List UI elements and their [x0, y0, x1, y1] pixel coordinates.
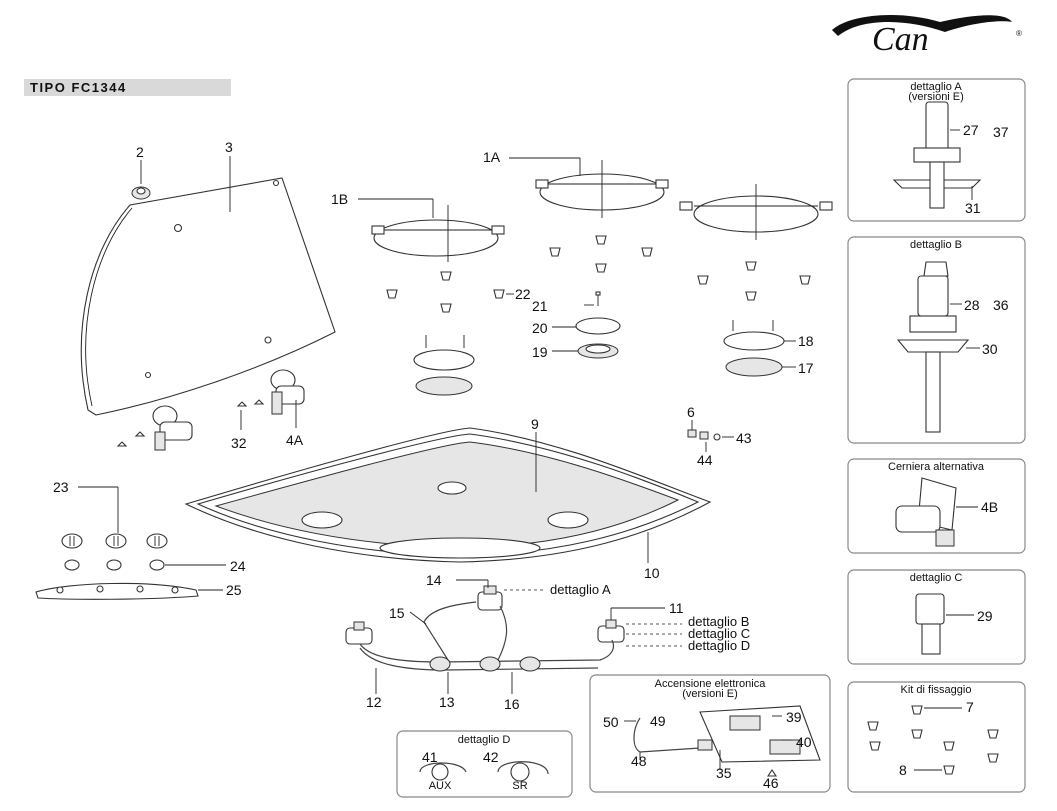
- part-14-tap: [477, 585, 503, 611]
- title-band: [24, 79, 231, 96]
- callout-1a: 1A: [483, 149, 501, 165]
- callout-42: 42: [483, 749, 499, 765]
- fixing-kit-title: Kit di fissaggio: [901, 684, 972, 696]
- callout-16: 16: [504, 696, 520, 712]
- callout-28: 28: [964, 297, 980, 313]
- callout-11: 11: [669, 600, 684, 616]
- callout-46: 46: [763, 775, 779, 791]
- callout-30: 30: [982, 341, 998, 357]
- alt-hinge-title: Cerniera alternativa: [888, 461, 985, 473]
- ignition-title: Accensione elettronica: [655, 678, 767, 690]
- detail-d-sr-label: SR: [512, 780, 527, 792]
- brand-logo: Can ®: [832, 15, 1022, 58]
- callout-13: 13: [439, 694, 455, 710]
- panel-electronic-ignition: Accensione elettronica (versioni E): [589, 674, 831, 793]
- callout-2: 2: [136, 144, 144, 160]
- panel-detail-d: dettaglio D AUX SR: [396, 730, 573, 798]
- detail-c-title: dettaglio C: [910, 572, 963, 584]
- callout-29: 29: [977, 608, 993, 624]
- detail-a-subtitle: (versioni E): [908, 91, 964, 103]
- callout-48: 48: [631, 753, 647, 769]
- callout-7: 7: [966, 699, 974, 715]
- part-9-tray: [184, 427, 712, 563]
- part-grid-right: [679, 184, 833, 240]
- part-20-cap: [575, 317, 621, 335]
- trademark-mark: ®: [1016, 29, 1022, 38]
- detail-ref-c: dettaglio C: [688, 626, 750, 641]
- callout-50: 50: [603, 714, 619, 730]
- model-title: TIPO FC1344: [30, 80, 127, 95]
- detail-ref-b: dettaglio B: [688, 614, 749, 629]
- callout-3: 3: [225, 139, 233, 155]
- detail-ref-d: dettaglio D: [688, 638, 750, 653]
- callout-36: 36: [993, 297, 1009, 313]
- brand-name: Can: [872, 21, 929, 58]
- callout-19: 19: [532, 344, 548, 360]
- detail-ref-a: dettaglio A: [550, 582, 611, 597]
- part-4a-hinge: [152, 369, 305, 451]
- part-burner-left: [413, 335, 475, 396]
- part-22-feet: [386, 235, 811, 313]
- panel-alt-hinge: Cerniera alternativa: [847, 458, 1026, 554]
- callout-27: 27: [963, 122, 979, 138]
- part-18-cap: [723, 320, 785, 351]
- callout-40: 40: [796, 734, 812, 750]
- callout-9: 9: [531, 416, 539, 432]
- panel-fixing-kit: Kit di fissaggio: [847, 681, 1026, 793]
- panel-detail-b: dettaglio B: [847, 236, 1026, 444]
- callout-15: 15: [389, 605, 405, 621]
- detail-b-title: dettaglio B: [910, 239, 962, 251]
- callout-4b: 4B: [981, 499, 998, 515]
- detail-d-title: dettaglio D: [458, 734, 511, 746]
- part-32-screws: [116, 399, 265, 447]
- callout-14: 14: [426, 572, 442, 588]
- part-2-plug: [131, 186, 151, 200]
- callout-31: 31: [965, 200, 981, 216]
- callout-43: 43: [736, 430, 752, 446]
- detail-d-aux-label: AUX: [429, 780, 452, 792]
- callout-20: 20: [532, 320, 548, 336]
- callout-12: 12: [366, 694, 382, 710]
- callout-49: 49: [650, 713, 666, 729]
- callout-35: 35: [716, 765, 732, 781]
- part-6-43-44-clips: [687, 429, 721, 441]
- panel-detail-c: dettaglio C: [847, 569, 1026, 665]
- callout-32: 32: [231, 435, 247, 451]
- callout-18: 18: [798, 333, 814, 349]
- callout-23: 23: [53, 479, 69, 495]
- callout-44: 44: [697, 452, 713, 468]
- callout-17: 17: [798, 360, 814, 376]
- callout-labels: 2 3 1A 1B 22 21 20 19 18 17 32 4A 9 6 43…: [53, 122, 1009, 791]
- callout-22: 22: [515, 286, 531, 302]
- part-11-tap: [597, 619, 625, 643]
- part-19-crown: [577, 343, 619, 359]
- ignition-subtitle: (versioni E): [682, 688, 738, 700]
- part-3-lid: [80, 177, 336, 416]
- part-13-connectors: [429, 656, 541, 672]
- part-1b-grid: [371, 205, 505, 262]
- callout-10: 10: [644, 565, 660, 581]
- part-17-spreader: [725, 357, 783, 377]
- callout-41: 41: [422, 749, 438, 765]
- callout-24: 24: [230, 558, 246, 574]
- callout-21: 21: [532, 298, 548, 314]
- part-21-screw: [595, 291, 601, 306]
- callout-25: 25: [226, 582, 242, 598]
- part-12-tap: [345, 621, 373, 645]
- part-24-nuts: [64, 559, 165, 571]
- callout-1b: 1B: [331, 191, 348, 207]
- part-25-panel: [35, 582, 199, 600]
- callout-4a: 4A: [286, 432, 304, 448]
- panel-detail-a: dettaglio A (versioni E): [847, 78, 1026, 222]
- callout-37: 37: [993, 124, 1009, 140]
- part-23-knobs: [61, 533, 168, 549]
- detail-a-title: dettaglio A: [910, 81, 962, 93]
- callout-6: 6: [687, 404, 695, 420]
- callout-39: 39: [786, 709, 802, 725]
- part-1a-grid: [535, 160, 669, 218]
- callout-8: 8: [899, 762, 907, 778]
